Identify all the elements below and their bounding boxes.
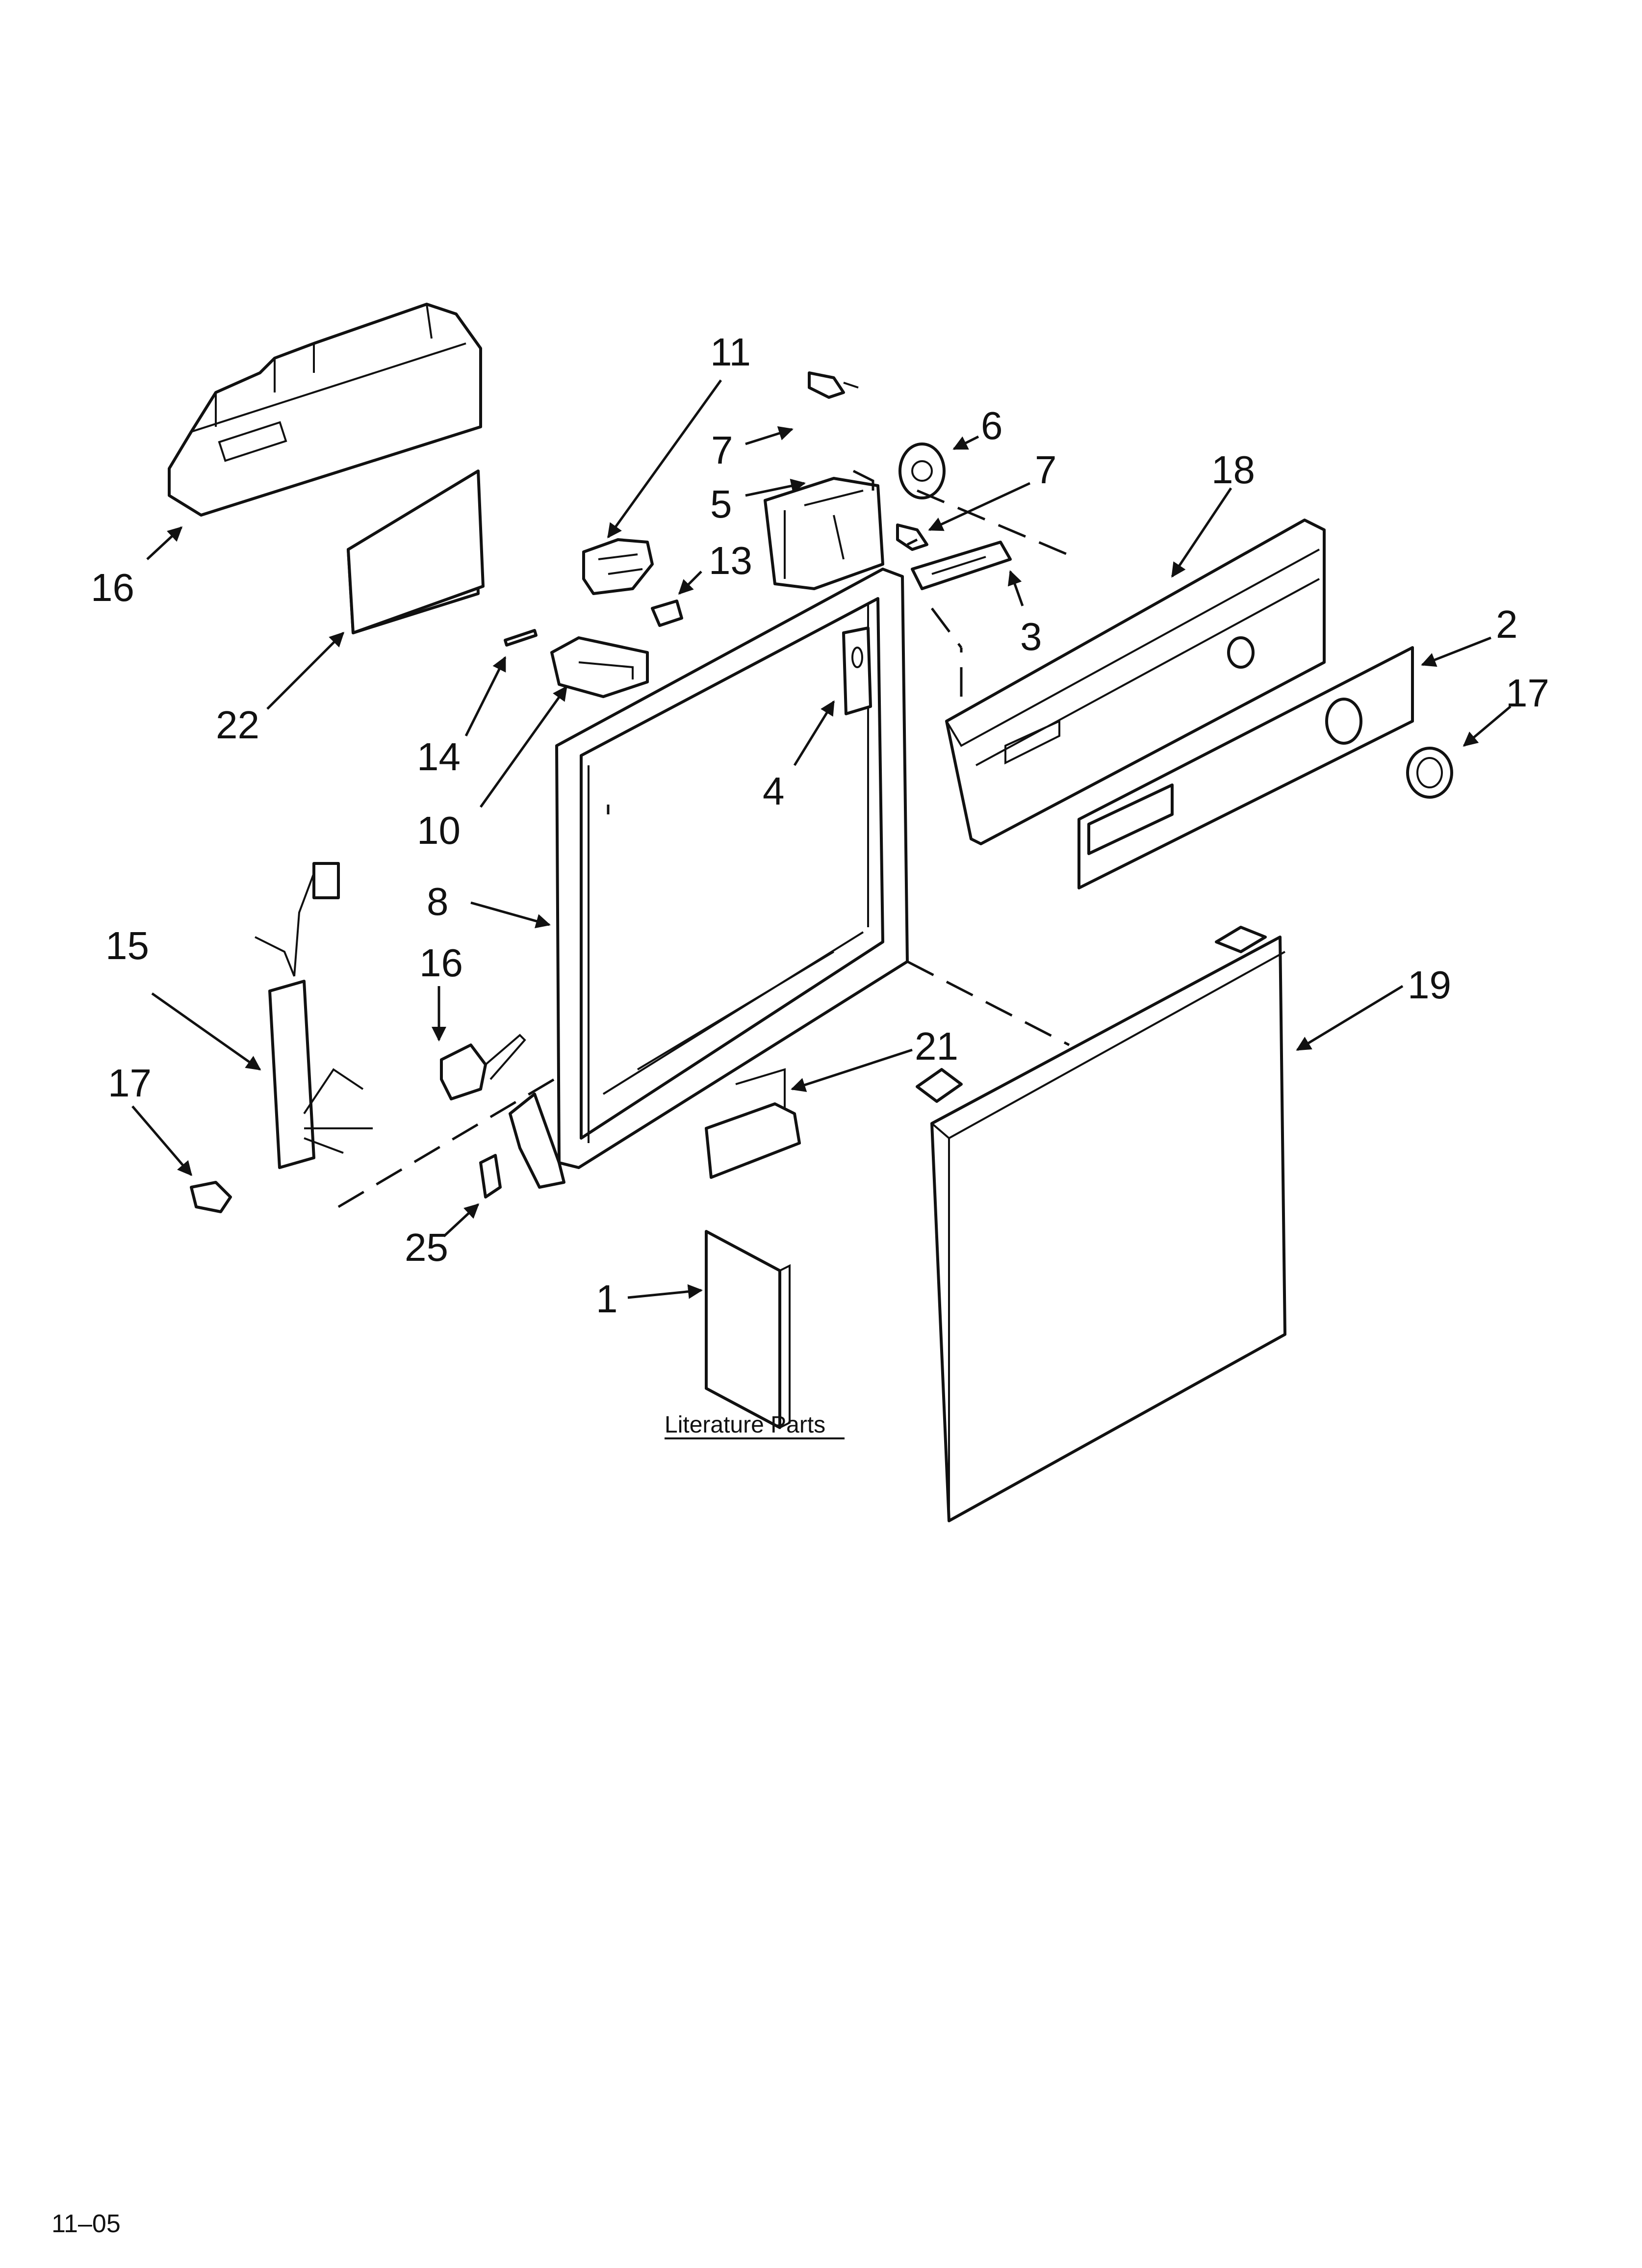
leader-arrows bbox=[131, 379, 1512, 1299]
callout-18: 18 bbox=[1211, 448, 1255, 492]
part-13-harness bbox=[255, 862, 373, 1169]
part-5-switch bbox=[764, 477, 884, 590]
callout-22: 22 bbox=[216, 703, 259, 747]
callout-8: 8 bbox=[427, 880, 449, 923]
callout-9: 11 bbox=[710, 330, 751, 374]
part-22-panel bbox=[347, 469, 485, 634]
part-19-door-panel bbox=[916, 926, 1286, 1522]
callout-5: 5 bbox=[710, 482, 732, 526]
callout-15: 17 bbox=[108, 1061, 152, 1105]
part-2-overlay bbox=[1078, 636, 1414, 889]
part-7-screw-upper bbox=[808, 371, 859, 399]
callout-7-lower: 7 bbox=[1035, 448, 1057, 492]
callout-12: 14 bbox=[417, 735, 461, 779]
callout-labels: 11 7 6 5 7 18 13 3 2 17 16 22 14 10 4 8 … bbox=[91, 330, 1549, 1321]
callout-14: 16 bbox=[419, 941, 463, 985]
callout-6: 6 bbox=[981, 404, 1003, 447]
part-7-screw-lower bbox=[896, 523, 928, 551]
callout-13: 15 bbox=[105, 924, 149, 967]
part-6-dial bbox=[898, 443, 946, 499]
footer-code: 11–05 bbox=[51, 2210, 121, 2238]
part-4-plate bbox=[842, 626, 872, 715]
part-21-strap bbox=[705, 1068, 801, 1179]
literature-parts-label: Literature Parts bbox=[665, 1412, 825, 1438]
callout-1: 1 bbox=[596, 1277, 618, 1321]
part-14-connector bbox=[440, 1034, 526, 1100]
part-17-knob bbox=[1406, 747, 1453, 799]
callout-2: 2 bbox=[1496, 602, 1518, 646]
callout-11: 13 bbox=[709, 539, 752, 582]
callout-19: 19 bbox=[1408, 963, 1451, 1007]
callout-4: 4 bbox=[763, 769, 785, 813]
part-25-clip bbox=[479, 1154, 502, 1199]
part-8-frame bbox=[509, 568, 909, 1189]
part-1-literature bbox=[705, 1230, 791, 1429]
callout-10: 10 bbox=[417, 808, 461, 852]
callout-3: 3 bbox=[1020, 615, 1042, 658]
callout-25: 25 bbox=[405, 1225, 448, 1269]
callout-7-upper: 7 bbox=[711, 428, 733, 472]
callout-17: 17 bbox=[1506, 671, 1549, 715]
callout-16: 16 bbox=[91, 566, 134, 609]
part-3-bracket bbox=[911, 541, 1012, 590]
alignment-lines bbox=[337, 469, 1079, 1208]
part-9-latch bbox=[582, 538, 654, 595]
callout-21: 21 bbox=[915, 1024, 958, 1068]
part-12-pin bbox=[504, 629, 538, 647]
part-15-screw bbox=[190, 1181, 232, 1213]
part-11-clip bbox=[651, 600, 683, 627]
part-10-bracket bbox=[550, 636, 649, 698]
part-18-control-panel bbox=[945, 519, 1326, 845]
part-16-housing bbox=[168, 303, 482, 517]
